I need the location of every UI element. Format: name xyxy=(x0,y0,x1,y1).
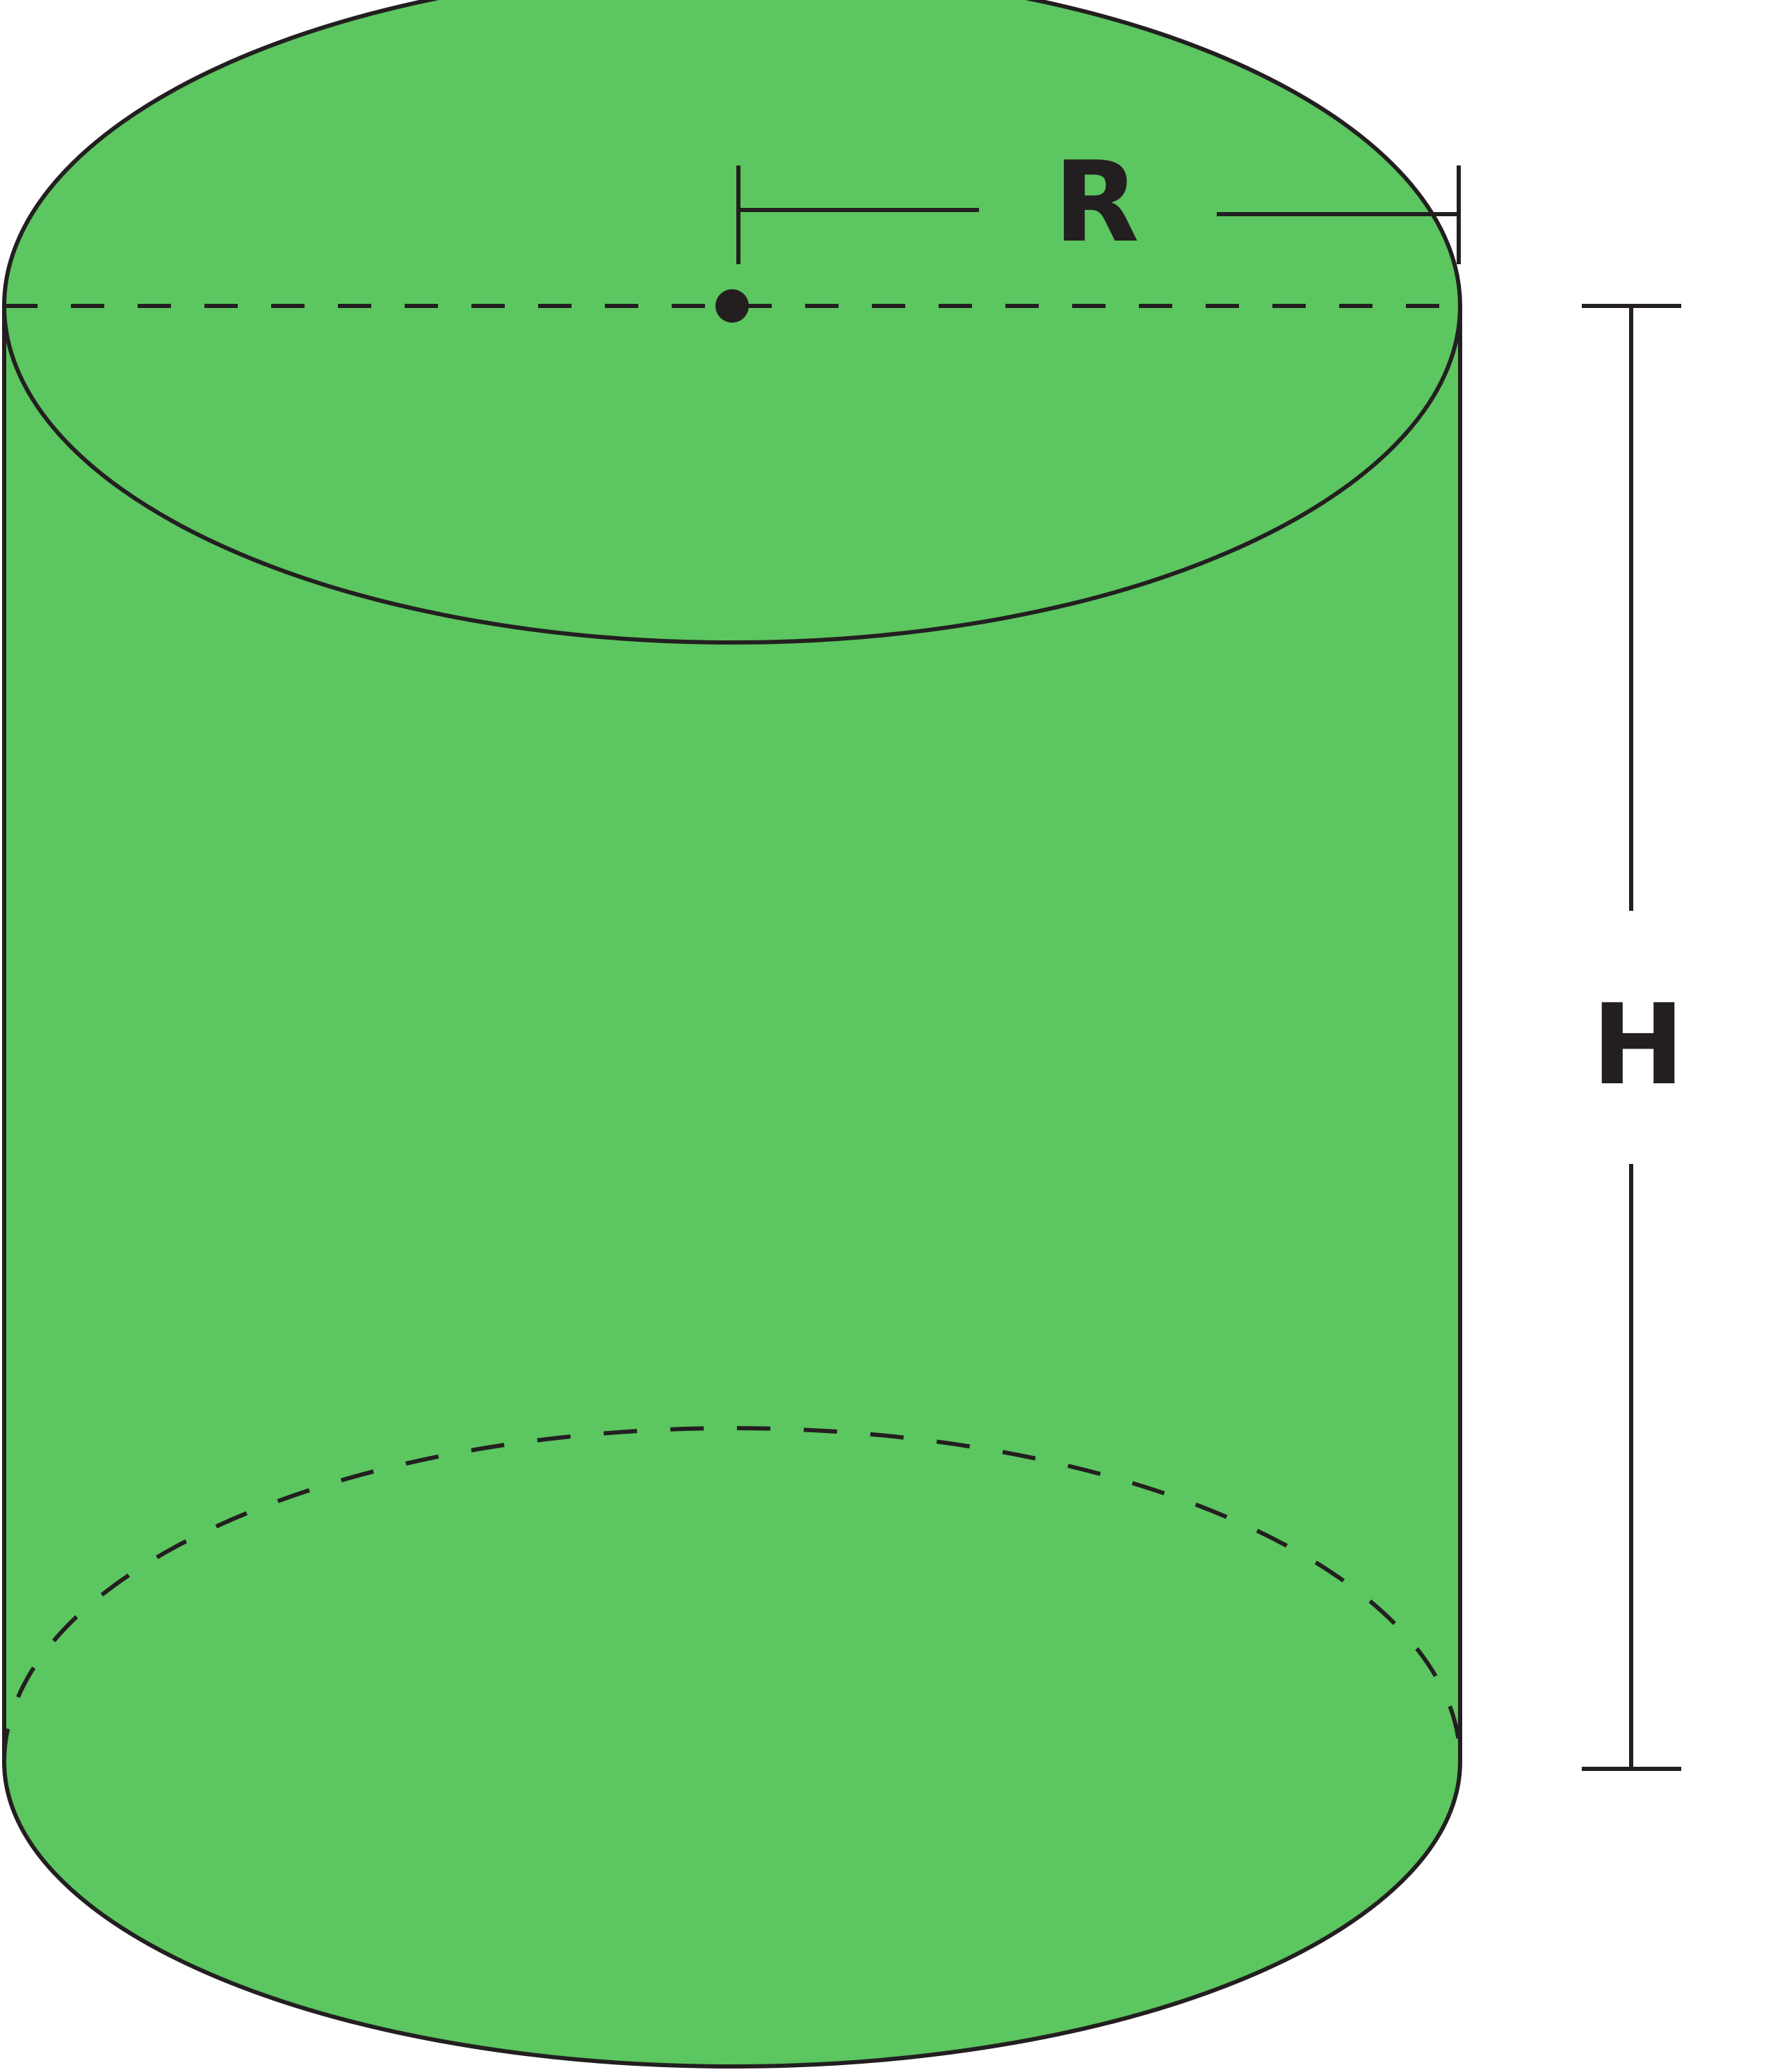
radius-label: R xyxy=(1053,137,1139,267)
height-dimension: H xyxy=(1582,304,1685,1771)
radius-dimension: R xyxy=(736,137,1461,267)
center-point xyxy=(715,289,749,323)
height-label: H xyxy=(1592,980,1685,1110)
